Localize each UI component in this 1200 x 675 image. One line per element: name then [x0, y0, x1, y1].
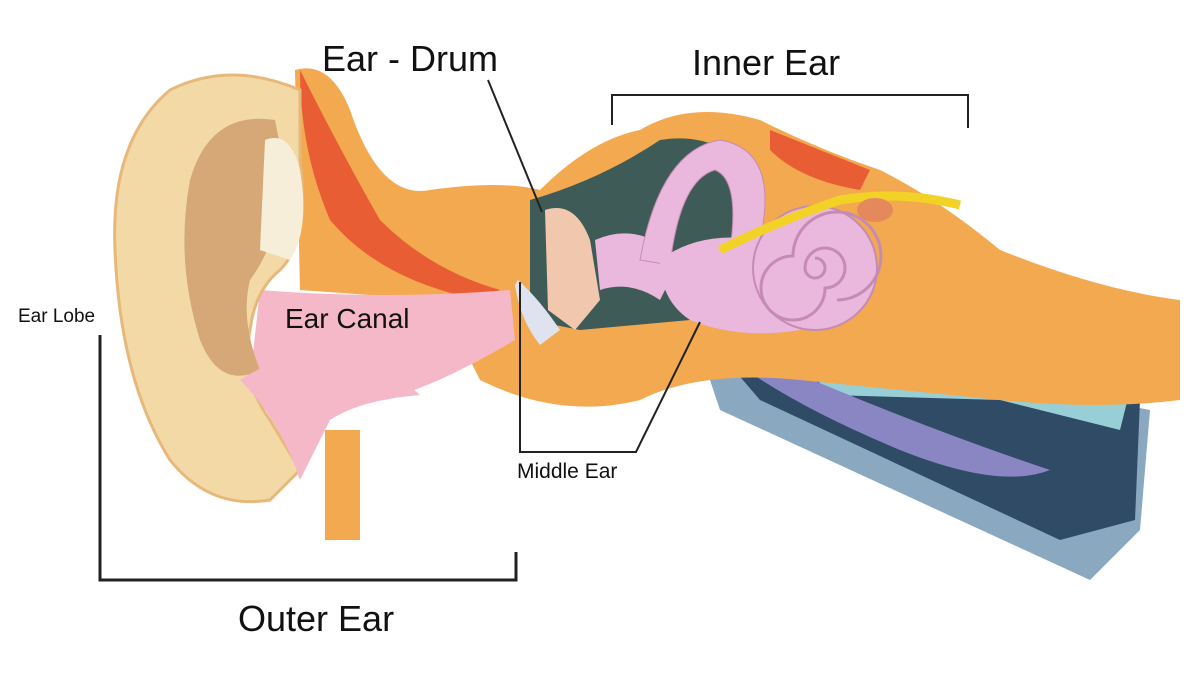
leader-lines [98, 79, 969, 582]
ear-canal-label: Ear Canal [285, 303, 410, 334]
red-muscle [300, 70, 500, 300]
ossicles [545, 208, 600, 330]
red-band [770, 130, 870, 190]
middle-ear-label: Middle Ear [517, 460, 618, 483]
earlobe-tissue [240, 353, 420, 480]
tube-channel [720, 340, 1050, 477]
concha [184, 118, 285, 376]
ear-drum-label: Ear - Drum [322, 38, 499, 79]
outer-ear-label: Outer Ear [238, 598, 395, 639]
ear-drum-membrane [515, 280, 560, 345]
inner-ear-label: Inner Ear [692, 42, 841, 83]
cartilage-stem [325, 430, 360, 540]
nerve-node [857, 198, 893, 222]
auditory-nerve [717, 191, 962, 255]
ear-lobe-label: Ear Lobe [18, 306, 96, 327]
outer-ear-bracket [98, 335, 518, 582]
middle-ear-bracket [519, 282, 701, 453]
ear-drum-pointer [487, 79, 543, 213]
cochlea-spiral [759, 210, 883, 322]
cartilage [260, 138, 304, 260]
inner-ear-bracket [611, 94, 969, 128]
